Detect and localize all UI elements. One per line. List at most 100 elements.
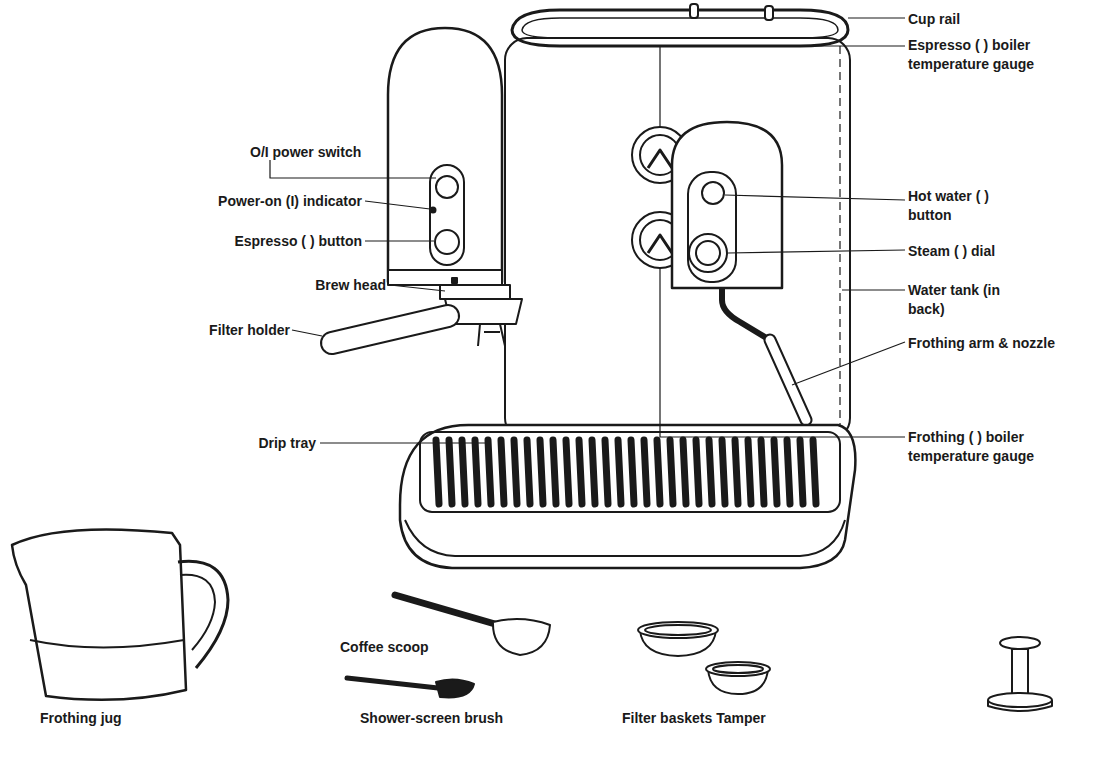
espresso-tower-shape xyxy=(452,278,457,283)
drip-tray-base xyxy=(400,425,855,568)
shower-screen-brush xyxy=(347,678,474,697)
leader-lines-shape xyxy=(848,17,905,18)
part-label: O/I power switch xyxy=(250,143,450,162)
espresso-tower xyxy=(388,28,502,285)
espresso-tower-shape xyxy=(388,270,502,285)
grate-slat xyxy=(631,440,634,504)
coffee-scoop-shape xyxy=(493,619,550,655)
grate-slat xyxy=(800,440,803,504)
grate-slat xyxy=(735,440,738,504)
tamper-shape xyxy=(1000,637,1040,649)
cup-rail-shape xyxy=(522,18,838,38)
coffee-scoop-shape xyxy=(395,595,495,624)
leader-lines-shape xyxy=(390,285,445,291)
grate-slat xyxy=(605,440,608,504)
part-label: Frothing ( ) boiler temperature gauge xyxy=(908,428,1068,466)
brew-head-and-filter-holder-shape xyxy=(332,316,448,343)
part-label: Power-on (I) indicator xyxy=(150,192,362,211)
espresso-tower-shape xyxy=(388,28,502,282)
leader-lines-shape xyxy=(792,342,905,385)
machine-body xyxy=(505,38,850,440)
grate-slat xyxy=(813,440,816,504)
brew-head-and-filter-holder xyxy=(332,285,522,346)
grate-slat xyxy=(527,440,530,504)
part-label: Frothing arm & nozzle xyxy=(908,334,1096,353)
frothing-jug-shape xyxy=(30,640,184,648)
grate-slat xyxy=(761,440,764,504)
part-label: Filter holder xyxy=(150,321,290,340)
brew-head-and-filter-holder-shape xyxy=(440,285,510,299)
frothing-arm-shape xyxy=(722,288,770,340)
cup-rail-shape xyxy=(512,10,848,46)
part-label: Cup rail xyxy=(908,10,1088,29)
frothing-jug-shape xyxy=(180,575,215,650)
filter-baskets-shape xyxy=(638,622,718,638)
frothing-arm xyxy=(722,288,806,420)
tamper-shape xyxy=(988,693,1052,707)
leader-lines-shape xyxy=(365,240,434,241)
water-tank-outline xyxy=(839,46,841,480)
part-label: Water tank (in back) xyxy=(908,281,1008,319)
part-label: Drip tray xyxy=(200,434,316,453)
frothing-arm-shape xyxy=(770,340,806,420)
steam-tower-shape xyxy=(696,241,720,265)
part-label: Espresso ( ) button xyxy=(150,232,362,251)
drip-tray-base-shape xyxy=(420,432,840,512)
tamper-shape xyxy=(1012,649,1028,695)
frothing-jug-shape xyxy=(178,561,228,668)
grate-slat xyxy=(722,440,725,504)
leader-lines-shape xyxy=(320,442,490,443)
cup-rail-shape xyxy=(690,4,698,18)
grate-slat xyxy=(449,440,452,504)
grate-slat xyxy=(462,440,465,504)
part-label: Filter baskets Tamper xyxy=(622,709,842,728)
leader-lines-shape xyxy=(725,195,905,200)
grate-slat xyxy=(774,440,777,504)
steam-tower-shape xyxy=(702,182,724,204)
leader-lines-shape xyxy=(842,289,905,290)
grate-slat xyxy=(683,440,686,504)
part-label: Shower-screen brush xyxy=(360,709,560,728)
grate-slat xyxy=(579,440,582,504)
grate-slat xyxy=(514,440,517,504)
grate-slat xyxy=(709,440,712,504)
grate-slat xyxy=(592,440,595,504)
leader-lines-shape xyxy=(660,46,905,127)
espresso-tower-shape xyxy=(430,165,464,265)
grate-slat xyxy=(657,440,660,504)
grate-slat xyxy=(644,440,647,504)
machine-body-shape xyxy=(505,38,850,440)
drip-tray-grate xyxy=(436,440,816,504)
temperature-gauges-shape xyxy=(648,235,672,253)
brew-head-and-filter-holder-shape xyxy=(332,316,448,343)
drip-tray-base-shape xyxy=(405,520,845,556)
frothing-jug xyxy=(12,529,228,699)
grate-slat xyxy=(566,440,569,504)
brew-head-and-filter-holder-shape xyxy=(478,324,505,346)
filter-baskets-shape xyxy=(706,662,770,676)
espresso-tower-shape xyxy=(431,208,436,213)
frothing-arm-shape xyxy=(770,340,806,420)
part-label: Frothing jug xyxy=(40,709,190,728)
leader-lines-shape xyxy=(292,330,322,336)
part-label: Espresso ( ) boiler temperature gauge xyxy=(908,36,1068,74)
tamper xyxy=(988,637,1052,711)
leader-lines-shape xyxy=(728,250,905,253)
grate-slat xyxy=(696,440,699,504)
leader-lines-shape xyxy=(270,160,436,178)
shower-screen-brush-shape xyxy=(347,678,438,688)
part-label: Coffee scoop xyxy=(340,638,490,657)
steam-tower-shape xyxy=(689,234,727,272)
drip-tray-base-shape xyxy=(400,425,855,568)
part-label: Hot water ( ) button xyxy=(908,187,1018,225)
part-label: Steam ( ) dial xyxy=(908,242,1088,261)
water-tank-outline-shape xyxy=(839,46,840,480)
grate-slat xyxy=(748,440,751,504)
espresso-tower-shape xyxy=(435,230,459,254)
part-label: Brew head xyxy=(250,276,386,295)
temperature-gauges-shape xyxy=(648,150,672,168)
espresso-tower-shape xyxy=(436,176,458,198)
grate-slat xyxy=(553,440,556,504)
